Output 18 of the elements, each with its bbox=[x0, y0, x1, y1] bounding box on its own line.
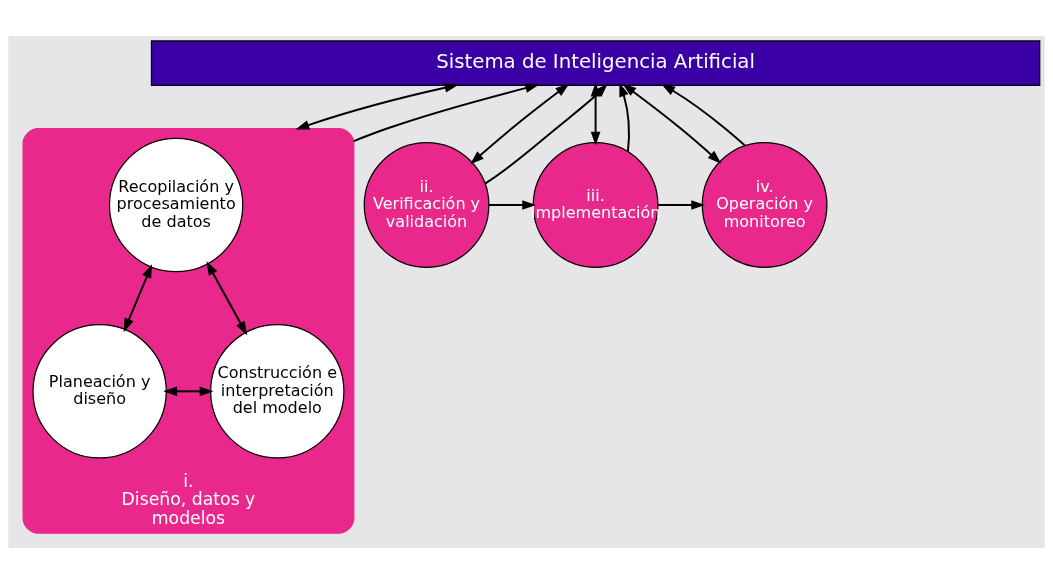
arrow bbox=[295, 82, 459, 130]
arrow bbox=[622, 83, 722, 164]
node-circle: ii. Verificación y validación bbox=[363, 142, 490, 268]
arrow bbox=[163, 386, 214, 397]
arrow bbox=[470, 83, 570, 165]
arrow bbox=[661, 83, 747, 147]
arrow bbox=[352, 83, 540, 143]
node-circle: iv. Operación y monitoreo bbox=[701, 142, 828, 268]
node-circle: Construcción e interpretación del modelo bbox=[210, 324, 345, 459]
arrow bbox=[123, 264, 152, 333]
arrow bbox=[619, 82, 630, 153]
node-circle: Planeación y diseño bbox=[32, 324, 167, 459]
node-circle: Recopilación y procesamiento de datos bbox=[108, 137, 244, 273]
arrow bbox=[487, 200, 537, 210]
arrow bbox=[590, 82, 601, 146]
arrow bbox=[206, 261, 248, 336]
node-box: Sistema de Inteligencia Artificial bbox=[150, 40, 1041, 86]
arrow bbox=[657, 200, 706, 210]
